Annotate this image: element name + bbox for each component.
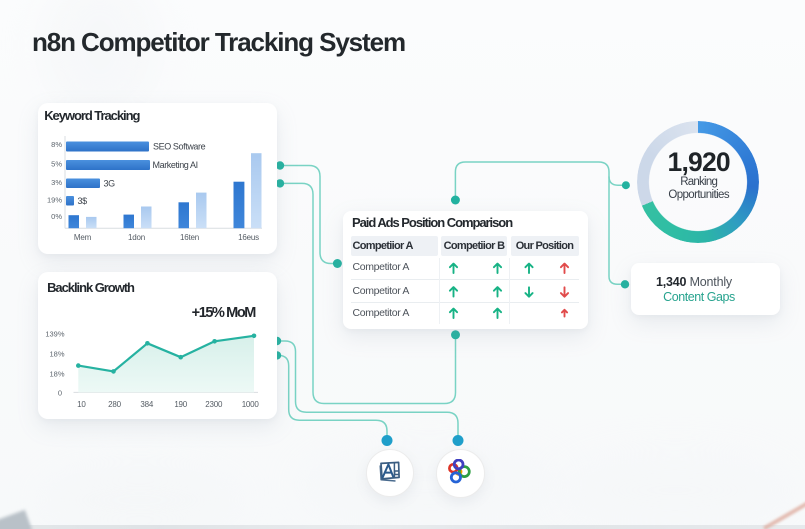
svg-text:190: 190: [174, 400, 187, 409]
svg-text:SEO Software: SEO Software: [153, 142, 206, 152]
svg-text:3G: 3G: [103, 178, 115, 188]
svg-text:Marketing AI: Marketing AI: [152, 160, 197, 170]
svg-text:0%: 0%: [51, 212, 62, 221]
svg-text:280: 280: [108, 400, 121, 409]
svg-text:1don: 1don: [128, 233, 145, 242]
svg-text:Mem: Mem: [73, 233, 91, 242]
svg-text:1000: 1000: [241, 400, 259, 409]
svg-text:0: 0: [57, 389, 61, 398]
svg-text:19%: 19%: [46, 196, 61, 205]
svg-text:5%: 5%: [51, 159, 62, 168]
svg-text:16eus: 16eus: [238, 233, 259, 242]
svg-text:3$: 3$: [77, 196, 87, 206]
svg-text:10: 10: [77, 400, 86, 409]
svg-text:3%: 3%: [51, 178, 62, 187]
svg-text:2300: 2300: [205, 400, 223, 409]
svg-text:18%: 18%: [49, 350, 64, 359]
svg-text:18%: 18%: [49, 369, 64, 378]
svg-text:384: 384: [140, 400, 153, 409]
svg-text:8%: 8%: [51, 140, 62, 149]
svg-text:16ten: 16ten: [179, 233, 198, 242]
svg-text:139%: 139%: [45, 330, 65, 339]
